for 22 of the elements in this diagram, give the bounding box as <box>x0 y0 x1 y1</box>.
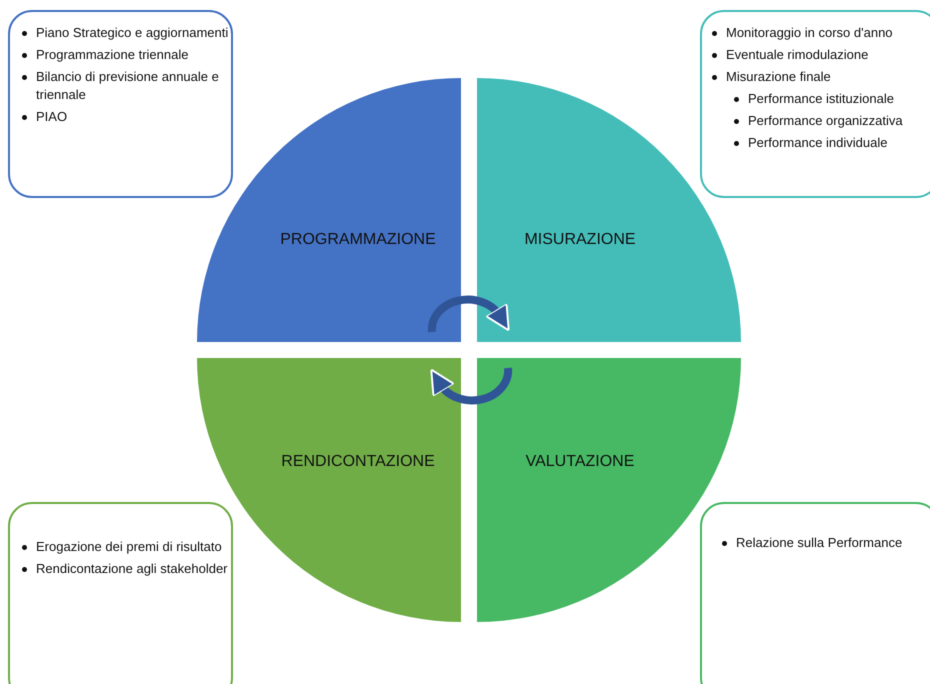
list-item: Performance istituzionale <box>748 91 894 106</box>
text-box <box>8 502 233 684</box>
list-item: Rendicontazione agli stakeholder <box>36 561 228 576</box>
quadrant-label: PROGRAMMAZIONE <box>280 231 436 249</box>
quadrant-label: RENDICONTAZIONE <box>281 453 435 471</box>
quadrant-label: MISURAZIONE <box>524 231 636 249</box>
list-item: Eventuale rimodulazione <box>726 47 868 62</box>
list-item: Monitoraggio in corso d'anno <box>726 25 893 40</box>
list-item: Programmazione triennale <box>36 47 188 62</box>
list-item: Performance organizzativa <box>748 113 903 128</box>
text-box <box>8 10 233 198</box>
quadrant-label: VALUTAZIONE <box>526 453 634 471</box>
text-box <box>700 502 930 684</box>
list-item: Performance individuale <box>748 135 888 150</box>
list-item: Misurazione finale <box>726 69 831 84</box>
text-box <box>700 10 930 198</box>
list-item: Bilancio di previsione annuale e triennale <box>36 69 219 102</box>
list-item: PIAO <box>36 109 68 124</box>
list-item: Relazione sulla Performance <box>736 535 902 550</box>
list-item: Erogazione dei premi di risultato <box>36 539 222 554</box>
list-item: Piano Strategico e aggiornamenti <box>36 25 228 40</box>
cycle-arrow <box>429 368 512 404</box>
